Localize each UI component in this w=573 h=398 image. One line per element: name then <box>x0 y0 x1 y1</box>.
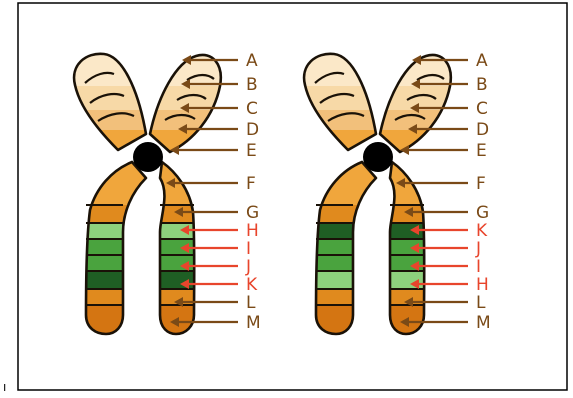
region-label: C <box>476 99 488 119</box>
region-label: F <box>476 174 486 194</box>
region-label: K <box>246 275 258 295</box>
region-label: B <box>476 75 488 95</box>
region-label: J <box>475 239 481 259</box>
region-label: G <box>246 203 259 223</box>
region-label: D <box>476 120 489 140</box>
region-label: I <box>476 257 481 277</box>
region-label: A <box>476 51 488 71</box>
region-label: F <box>246 174 256 194</box>
region-label: L <box>476 293 486 313</box>
region-label: G <box>476 203 489 223</box>
region-label: B <box>246 75 258 95</box>
region-label: H <box>246 221 259 241</box>
centromere <box>363 142 393 172</box>
region-label: D <box>246 120 259 140</box>
region-label: H <box>476 275 489 295</box>
region-label: A <box>246 51 258 71</box>
region-label: E <box>476 141 487 161</box>
region-label: C <box>246 99 258 119</box>
region-label: M <box>246 313 261 333</box>
caption-mark: ı <box>3 380 6 394</box>
region-label: K <box>476 221 488 241</box>
region-label: I <box>246 239 251 259</box>
region-label: M <box>476 313 491 333</box>
region-label: L <box>246 293 256 313</box>
region-label: E <box>246 141 257 161</box>
region-label: J <box>245 257 251 277</box>
centromere <box>133 142 163 172</box>
